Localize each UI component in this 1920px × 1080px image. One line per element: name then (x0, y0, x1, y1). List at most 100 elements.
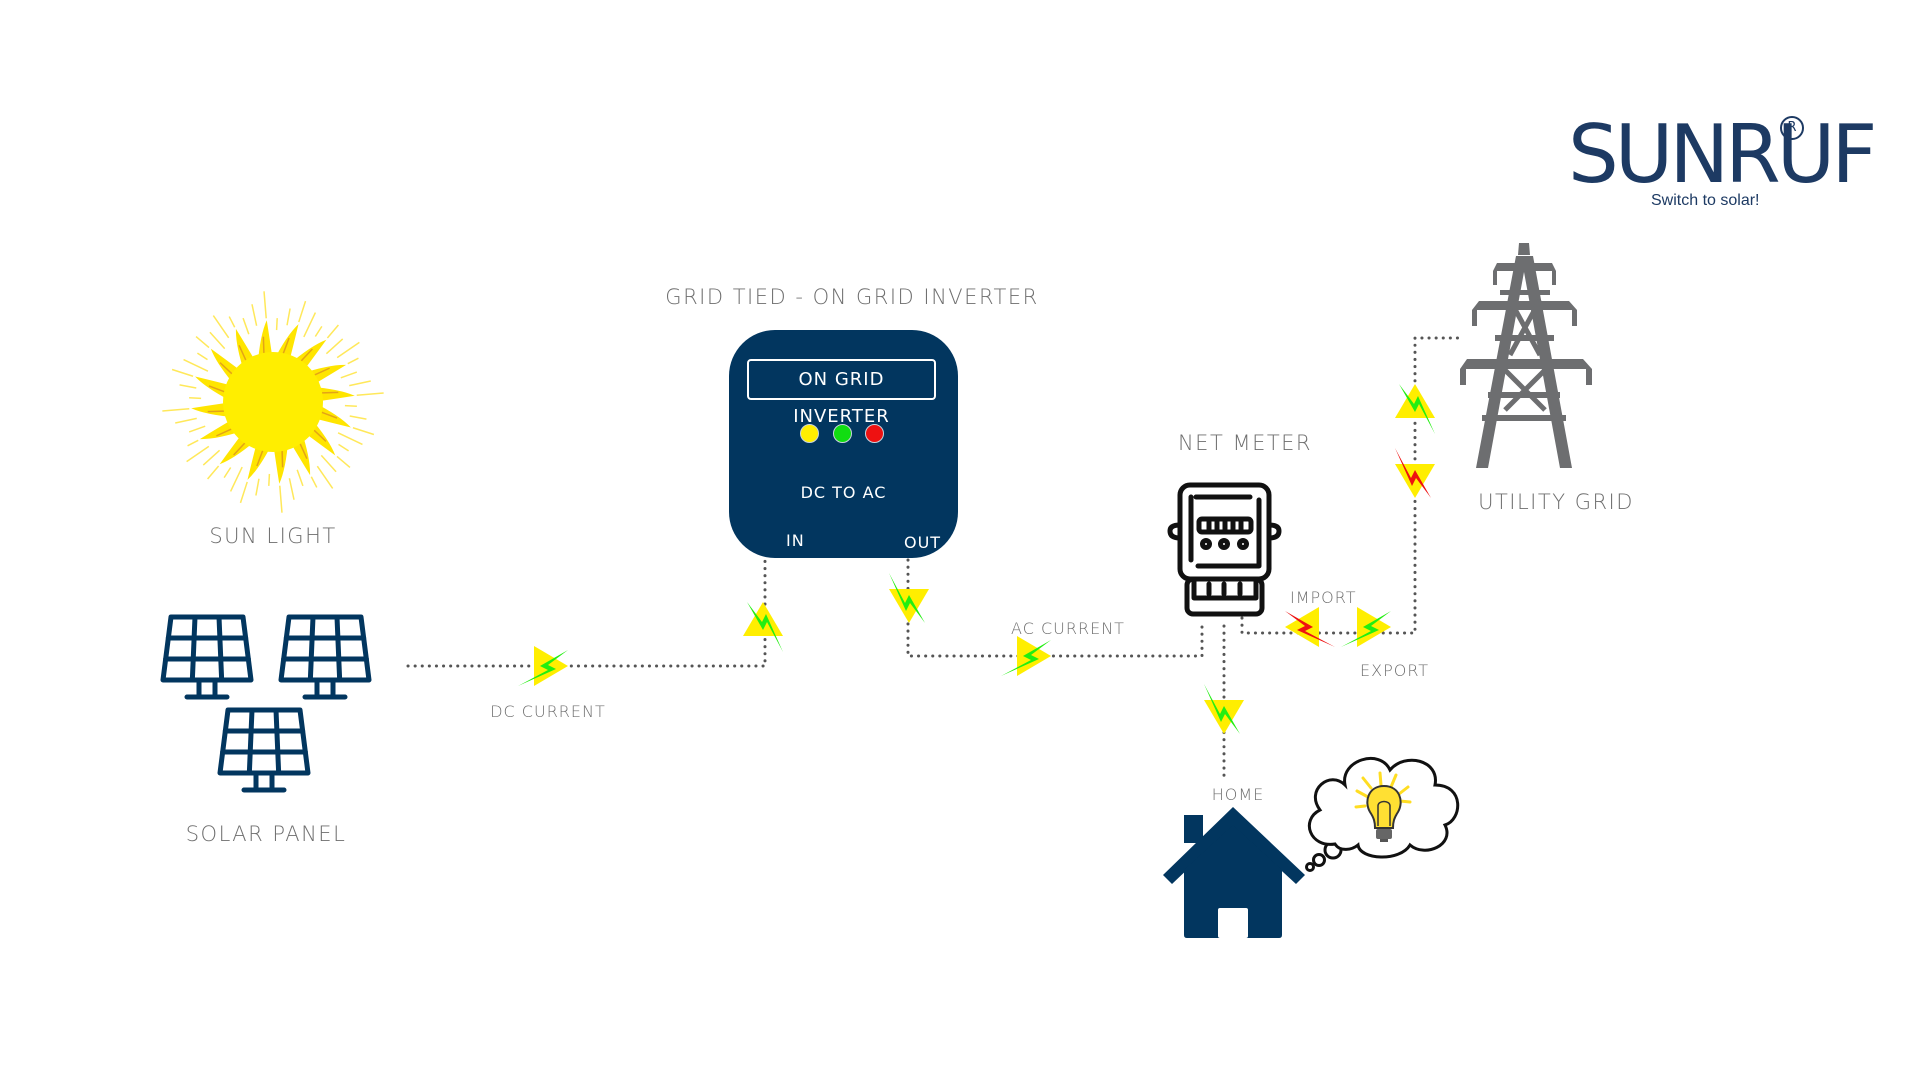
sun-ray (162, 408, 190, 412)
lightning-bolt-icon (1395, 448, 1431, 498)
lightbulb-icon (1354, 771, 1412, 842)
solar-panel-label: SOLAR PANEL (185, 822, 347, 846)
house-icon (1163, 807, 1305, 938)
lightning-bolt-icon (1204, 684, 1240, 734)
inverter-in-label: IN (786, 531, 805, 550)
sun-ray (175, 417, 197, 424)
sun-ray (183, 358, 209, 372)
sun-ray (279, 485, 283, 513)
lightning-bolt-icon (1285, 611, 1335, 647)
lightning-bolt-icon (1399, 384, 1435, 434)
solar-panel (278, 614, 372, 700)
sun-ray (212, 315, 230, 339)
sun-ray (349, 415, 367, 420)
utility-grid-label: UTILITY GRID (1478, 490, 1634, 514)
lightning-bolt-icon (889, 573, 925, 623)
solar-panel (217, 707, 311, 793)
transmission-tower-icon (1460, 243, 1592, 468)
sun-ray (286, 308, 291, 326)
lightning-bolt-icon (1341, 611, 1391, 647)
grid-import-arrow (1395, 448, 1435, 498)
sun-ray (340, 371, 358, 379)
dc-line (406, 558, 767, 668)
flow-direction-triangle (1017, 636, 1051, 676)
flow-direction-triangle (1395, 464, 1435, 498)
flow-direction-triangle (743, 602, 783, 636)
sun-ray (196, 352, 208, 361)
sun-ray (179, 384, 197, 389)
sun-ray (320, 454, 337, 473)
sun-ray (344, 404, 357, 407)
brand-tagline: Switch to solar! (1651, 192, 1760, 209)
lightning-bolt-icon (518, 650, 568, 686)
solar-panel-icon (160, 614, 372, 793)
sun-ray (288, 478, 295, 500)
sun-ray (171, 368, 194, 377)
sun-ray (239, 481, 248, 504)
sun-ray (189, 397, 202, 400)
sun-ray (268, 473, 271, 486)
sun-core (223, 352, 323, 452)
sun-ray (349, 380, 371, 387)
inverter-title: GRID TIED - ON GRID INVERTER (665, 285, 1039, 309)
sun-ray (314, 325, 323, 337)
sun-ray (187, 439, 199, 447)
sun-ray (263, 291, 267, 319)
sun-ray (251, 304, 258, 326)
sun-icon (162, 291, 384, 513)
flow-direction-triangle (889, 589, 929, 623)
ac-out-arrow (889, 573, 929, 623)
yellow-indicator-light (800, 424, 819, 443)
sun-ray (195, 336, 210, 349)
sun-ray (228, 316, 236, 328)
sun-ray (207, 465, 220, 480)
electric-meter-icon (1167, 482, 1282, 617)
flow-direction-triangle (1204, 700, 1244, 734)
brand-wordmark: SUNRUF (1568, 108, 1877, 201)
dc-current-label: DC CURRENT (490, 702, 606, 721)
home-label: HOME (1211, 785, 1265, 804)
sun-ray (338, 443, 350, 452)
inverter-box: ON GRID INVERTER DC TO AC IN OUT (729, 330, 958, 558)
net-meter-label: NET METER (1177, 431, 1313, 455)
inverter-name: ON GRID INVERTER (747, 359, 936, 427)
sun-ray (316, 465, 334, 489)
sun-ray (298, 300, 307, 323)
export-flow-arrow (1341, 607, 1391, 647)
dc-flow-arrow (518, 646, 568, 686)
sun-ray (296, 469, 304, 487)
import-label: IMPORT (1290, 588, 1357, 607)
grid-export-arrow (1395, 384, 1435, 434)
sun-ray (202, 449, 221, 466)
ac-flow-arrow (1001, 636, 1051, 676)
flow-direction-triangle (1285, 607, 1319, 647)
sun-ray (310, 476, 318, 488)
lightning-bolt-icon (747, 602, 783, 652)
registered-mark: R (1780, 116, 1804, 140)
sun-ray (255, 478, 260, 496)
green-indicator-light (833, 424, 852, 443)
sun-ray (337, 432, 363, 446)
sun-ray (186, 445, 210, 463)
sun-ray (352, 427, 375, 436)
dc-up-arrow (743, 602, 783, 652)
lightning-bolt-icon (1001, 640, 1051, 676)
inverter-function: DC TO AC (800, 483, 887, 502)
flow-direction-triangle (534, 646, 568, 686)
sun-ray (336, 455, 351, 468)
sun-ray (325, 338, 344, 355)
home-flow-arrow (1204, 684, 1244, 734)
sun-label: SUN LIGHT (209, 524, 337, 548)
export-label: EXPORT (1360, 661, 1430, 680)
sun-ray (303, 312, 317, 338)
ac-line (906, 558, 1204, 658)
sun-ray (275, 318, 278, 331)
grid-line (1240, 336, 1460, 635)
sun-ray (336, 341, 360, 359)
sun-ray (242, 317, 250, 335)
sun-ray (326, 324, 339, 339)
sun-ray (229, 466, 243, 492)
inverter-out-label: OUT (904, 533, 942, 552)
sun-ray (347, 357, 359, 365)
